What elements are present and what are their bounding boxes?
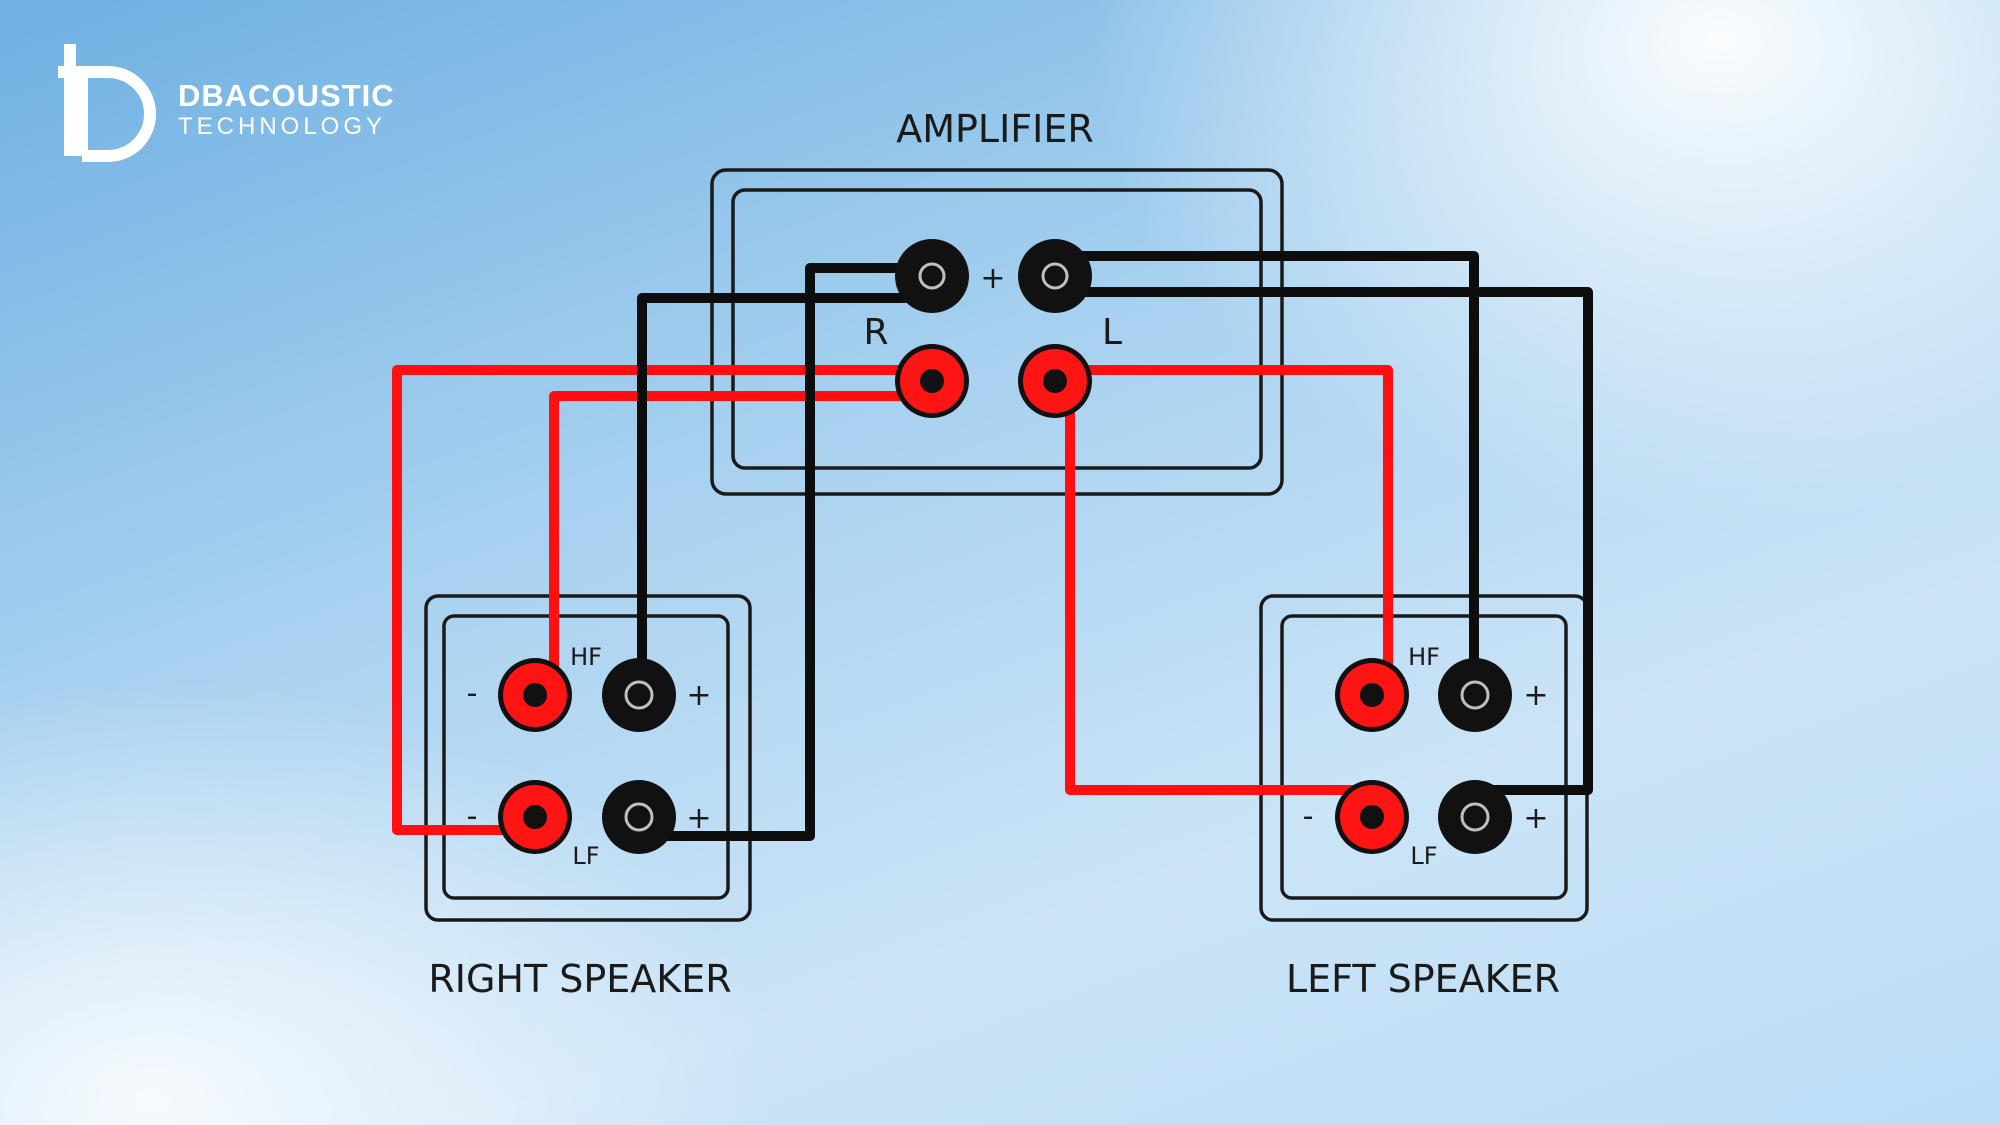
amplifier-right-channel-label: R (863, 312, 888, 353)
left-speaker-lf-minus-terminal (1335, 780, 1409, 854)
black-wire-amp-left-to-left-lf (1075, 287, 1593, 795)
left-speaker-hf-label: HF (1408, 643, 1440, 671)
brand-name: DBACOUSTIC (178, 78, 395, 113)
right-speaker-hf-label: HF (570, 643, 602, 671)
red-wire-amp-left-to-left-hf (1050, 365, 1393, 700)
amp-left-plus-terminal (1018, 239, 1092, 313)
right-speaker-hf-minus-terminal (498, 658, 572, 732)
amplifier-title: AMPLIFIER (896, 107, 1094, 151)
amplifier-left-channel-label: L (1102, 312, 1122, 353)
left-speaker-lf-plus: + (1523, 801, 1548, 836)
right-speaker-lf-minus-terminal (498, 780, 572, 854)
right-speaker-lf-plus: + (686, 801, 711, 836)
amp-right-minus-terminal (895, 344, 969, 418)
right-speaker-terminals (498, 658, 676, 854)
left-speaker-title: LEFT SPEAKER (1286, 957, 1560, 1001)
left-speaker-hf-minus-terminal (1335, 658, 1409, 732)
left-speaker: LEFT SPEAKER HF LF + - + (1259, 594, 1589, 1001)
right-speaker-hf-plus: + (686, 678, 711, 713)
left-speaker-lf-minus: - (1303, 799, 1314, 834)
brand-tagline: TECHNOLOGY (178, 113, 387, 140)
right-speaker-outer-frame (424, 594, 752, 922)
right-speaker: RIGHT SPEAKER HF LF - + - + (424, 594, 752, 1001)
positive-wires (637, 251, 1593, 841)
black-wire-amp-left-to-left-hf (1050, 251, 1479, 700)
left-speaker-terminals (1335, 658, 1512, 854)
negative-wires (392, 365, 1393, 835)
amplifier-inner-frame (731, 188, 1263, 470)
left-speaker-lf-plus-terminal (1438, 780, 1512, 854)
right-speaker-title: RIGHT SPEAKER (428, 957, 731, 1001)
black-wire-amp-right-to-right-lf (645, 263, 937, 841)
right-speaker-lf-minus: - (467, 799, 478, 834)
right-speaker-hf-minus: - (467, 676, 478, 711)
left-speaker-hf-plus: + (1523, 678, 1548, 713)
right-speaker-inner-frame (442, 614, 730, 900)
amplifier-plus-sign: + (980, 261, 1005, 296)
left-speaker-lf-label: LF (1410, 842, 1437, 870)
black-wire-amp-right-to-right-hf (637, 293, 910, 700)
right-speaker-lf-label: LF (572, 842, 599, 870)
red-wire-amp-right-to-right-lf (392, 365, 937, 835)
right-speaker-lf-plus-terminal (602, 780, 676, 854)
amplifier-outer-frame (710, 168, 1284, 496)
amplifier: AMPLIFIER + R L (710, 107, 1284, 496)
left-speaker-inner-frame (1280, 614, 1568, 900)
red-wire-amp-left-to-left-lf (1065, 385, 1378, 823)
red-wire-amp-right-to-right-hf (549, 391, 937, 700)
right-speaker-hf-plus-terminal (602, 658, 676, 732)
brand-logo: DBACOUSTIC TECHNOLOGY (58, 38, 398, 163)
amp-left-minus-terminal (1018, 344, 1092, 418)
amplifier-terminals (895, 239, 1092, 418)
left-speaker-hf-plus-terminal (1438, 658, 1512, 732)
brand-logo-icon (58, 44, 156, 162)
amp-right-plus-terminal (895, 239, 969, 313)
